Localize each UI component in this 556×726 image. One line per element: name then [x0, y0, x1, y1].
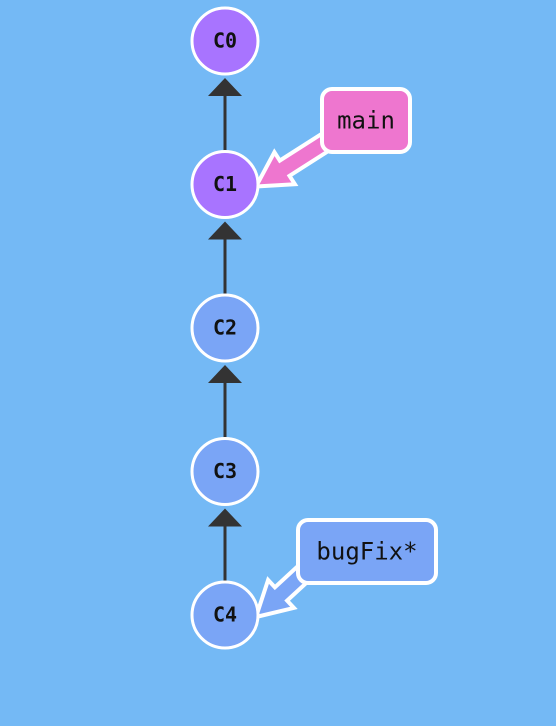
- commit-circle: [190, 580, 260, 650]
- branch-labels: main bugFix*: [252, 87, 438, 620]
- commit-id: C2: [213, 316, 237, 340]
- edge-arrowhead: [208, 78, 242, 96]
- commit-circle: [190, 293, 260, 363]
- commit-id: C0: [213, 29, 237, 53]
- commit-id: C3: [213, 459, 237, 483]
- commit-id: C1: [213, 172, 237, 196]
- edge-C4-to-C3: [208, 508, 242, 582]
- commit-id: C4: [213, 603, 237, 627]
- branch-main[interactable]: main: [252, 87, 412, 189]
- commit-circle: [190, 150, 260, 219]
- branch-box: [320, 87, 412, 154]
- commit-circle: [190, 6, 260, 76]
- commit-c1[interactable]: C1: [190, 150, 260, 219]
- branch-name: bugFix*: [316, 538, 417, 566]
- commit-circle: [190, 437, 260, 506]
- commit-c3[interactable]: C3: [190, 437, 260, 506]
- edge-arrowhead: [208, 508, 242, 527]
- edge-C3-to-C2: [208, 365, 242, 439]
- commit-c0[interactable]: C0: [190, 6, 260, 76]
- commit-c4[interactable]: C4: [190, 580, 260, 650]
- branch-bugfix[interactable]: bugFix*: [252, 518, 438, 620]
- edge-C1-to-C0: [208, 78, 242, 152]
- branch-box: [296, 518, 438, 585]
- edge-arrowhead: [208, 365, 242, 383]
- edge-arrowhead: [208, 221, 242, 240]
- edge-C2-to-C1: [208, 221, 242, 295]
- commit-c2[interactable]: C2: [190, 293, 260, 363]
- commit-edges: [208, 78, 242, 582]
- branch-name: main: [337, 107, 395, 135]
